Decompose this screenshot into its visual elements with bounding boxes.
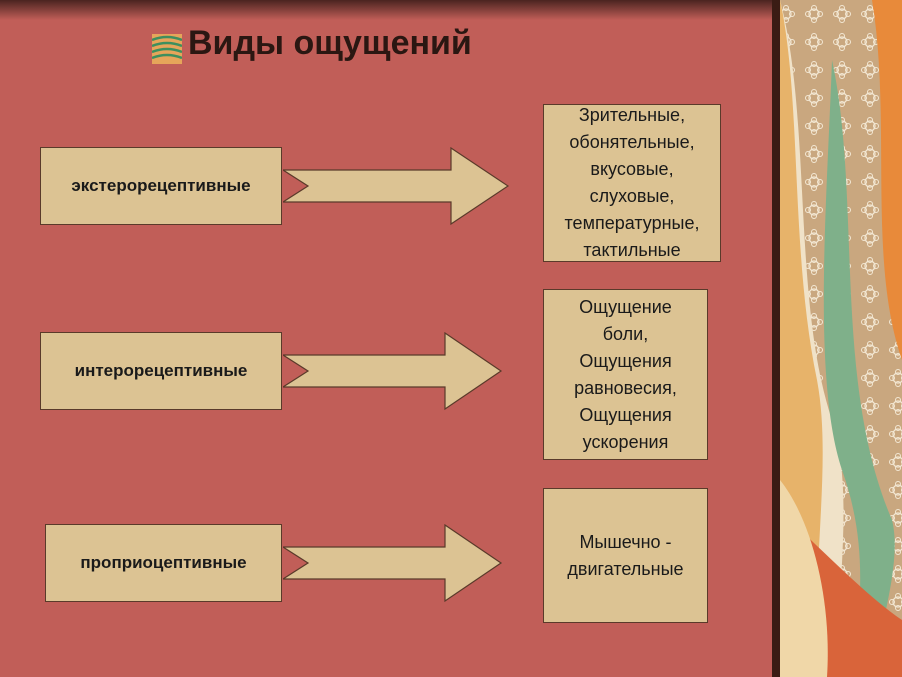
- top-shadow: [0, 0, 780, 20]
- arrow-right-icon: [283, 332, 503, 411]
- description-box-exteroceptive: Зрительные, обонятельные, вкусовые, слух…: [543, 104, 721, 262]
- description-line: слуховые,: [589, 186, 675, 206]
- description-line: ускорения: [582, 431, 669, 452]
- category-box-exteroceptive: экстерорецептивные: [40, 147, 282, 225]
- description-line: равновесия,: [574, 377, 677, 398]
- category-box-interoceptive: интерорецептивные: [40, 332, 282, 410]
- category-box-proprioceptive: проприоцептивные: [45, 524, 282, 602]
- description-line: боли,: [602, 323, 649, 344]
- striped-square-bullet-icon: [152, 34, 182, 64]
- description-box-interoceptive: Ощущение боли, Ощущения равновесия, Ощущ…: [543, 289, 708, 460]
- category-label: интерорецептивные: [74, 361, 248, 380]
- description-line: тактильные: [583, 240, 681, 260]
- description-line: обонятельные,: [569, 132, 695, 152]
- description-line: температурные,: [564, 213, 700, 233]
- category-label: проприоцептивные: [80, 553, 247, 572]
- arrow-right-icon: [283, 524, 503, 603]
- description-line: Зрительные,: [578, 105, 686, 125]
- arrow-right-icon: [283, 147, 510, 226]
- description-line: Ощущение: [579, 296, 672, 317]
- description-line: Ощущения: [579, 404, 672, 425]
- description-line: вкусовые,: [590, 159, 674, 179]
- decorative-side-panel: [772, 0, 902, 677]
- description-box-proprioceptive: Мышечно - двигательные: [543, 488, 708, 623]
- description-line: Мышечно -: [579, 531, 672, 552]
- page-title: Виды ощущений: [188, 24, 472, 62]
- category-label: экстерорецептивные: [71, 176, 251, 195]
- description-line: Ощущения: [579, 350, 672, 371]
- description-line: двигательные: [567, 558, 684, 579]
